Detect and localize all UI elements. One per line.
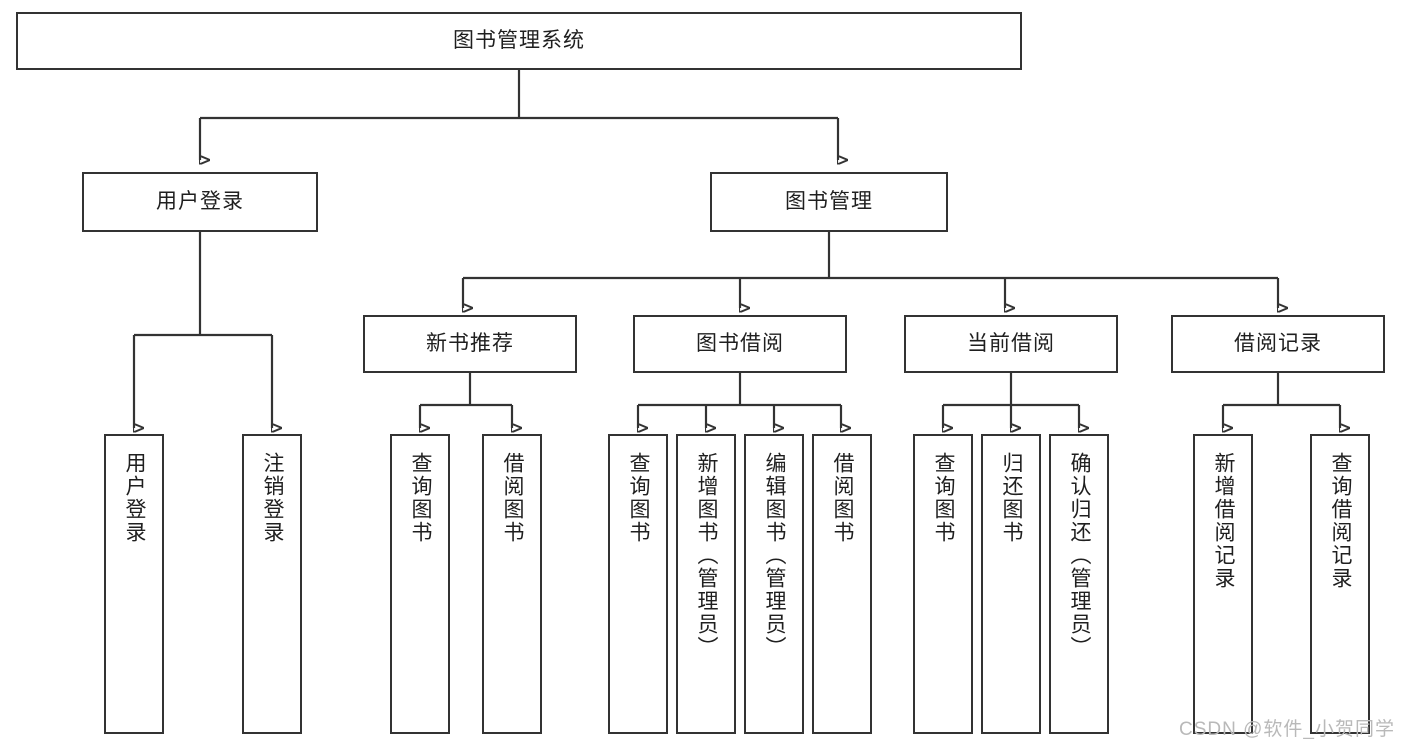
node-book-manage[interactable]: 图书管理 xyxy=(710,172,948,232)
leaf-edit-book[interactable]: 编辑图书（管理员） xyxy=(744,434,804,734)
node-new-book-recommend[interactable]: 新书推荐 xyxy=(363,315,577,373)
leaf-query-book-1[interactable]: 查询图书 xyxy=(390,434,450,734)
edge-root-to-level2 xyxy=(198,70,838,160)
leaf-user-login-label: 用户登录 xyxy=(123,452,147,544)
node-book-borrow[interactable]: 图书借阅 xyxy=(633,315,847,373)
leaf-return-book-label: 归还图书 xyxy=(1000,452,1024,544)
node-current-borrow[interactable]: 当前借阅 xyxy=(904,315,1118,373)
leaf-confirm-return-label: 确认归还（管理员） xyxy=(1068,452,1092,659)
leaf-edit-book-label: 编辑图书（管理员） xyxy=(763,452,787,659)
edge-book-manage-to-level3 xyxy=(461,232,1278,308)
edge-borrow-record-to-leaves xyxy=(1221,373,1340,428)
node-user-login[interactable]: 用户登录 xyxy=(82,172,318,232)
leaf-logout-login[interactable]: 注销登录 xyxy=(242,434,302,734)
node-book-borrow-label: 图书借阅 xyxy=(696,331,784,355)
node-user-login-label: 用户登录 xyxy=(156,189,244,213)
edge-new-book-recommend-to-leaves xyxy=(418,373,512,428)
leaf-user-login[interactable]: 用户登录 xyxy=(104,434,164,734)
leaf-add-book[interactable]: 新增图书（管理员） xyxy=(676,434,736,734)
leaf-query-record-label: 查询借阅记录 xyxy=(1329,452,1353,590)
leaf-query-book-3-label: 查询图书 xyxy=(932,452,956,544)
node-new-book-recommend-label: 新书推荐 xyxy=(426,331,514,355)
node-current-borrow-label: 当前借阅 xyxy=(967,331,1055,355)
leaf-borrow-book-2[interactable]: 借阅图书 xyxy=(812,434,872,734)
leaf-borrow-book-1[interactable]: 借阅图书 xyxy=(482,434,542,734)
node-root[interactable]: 图书管理系统 xyxy=(16,12,1022,70)
edge-current-borrow-to-leaves xyxy=(941,373,1079,428)
node-borrow-record-label: 借阅记录 xyxy=(1234,331,1322,355)
leaf-query-book-3[interactable]: 查询图书 xyxy=(913,434,973,734)
node-borrow-record[interactable]: 借阅记录 xyxy=(1171,315,1385,373)
leaf-query-book-2-label: 查询图书 xyxy=(627,452,651,544)
leaf-borrow-book-2-label: 借阅图书 xyxy=(831,452,855,544)
leaf-query-record[interactable]: 查询借阅记录 xyxy=(1310,434,1370,734)
watermark-text: CSDN @软件_小贺同学 xyxy=(1179,719,1395,740)
edge-user-login-to-leaves xyxy=(132,232,272,428)
leaf-add-record-label: 新增借阅记录 xyxy=(1212,452,1236,590)
leaf-add-record[interactable]: 新增借阅记录 xyxy=(1193,434,1253,734)
leaf-confirm-return[interactable]: 确认归还（管理员） xyxy=(1049,434,1109,734)
leaf-add-book-label: 新增图书（管理员） xyxy=(695,452,719,659)
leaf-logout-login-label: 注销登录 xyxy=(261,452,285,544)
leaf-return-book[interactable]: 归还图书 xyxy=(981,434,1041,734)
leaf-borrow-book-1-label: 借阅图书 xyxy=(501,452,525,544)
leaf-query-book-2[interactable]: 查询图书 xyxy=(608,434,668,734)
node-book-manage-label: 图书管理 xyxy=(785,189,873,213)
edge-book-borrow-to-leaves xyxy=(636,373,841,428)
leaf-query-book-1-label: 查询图书 xyxy=(409,452,433,544)
node-root-label: 图书管理系统 xyxy=(453,28,585,52)
